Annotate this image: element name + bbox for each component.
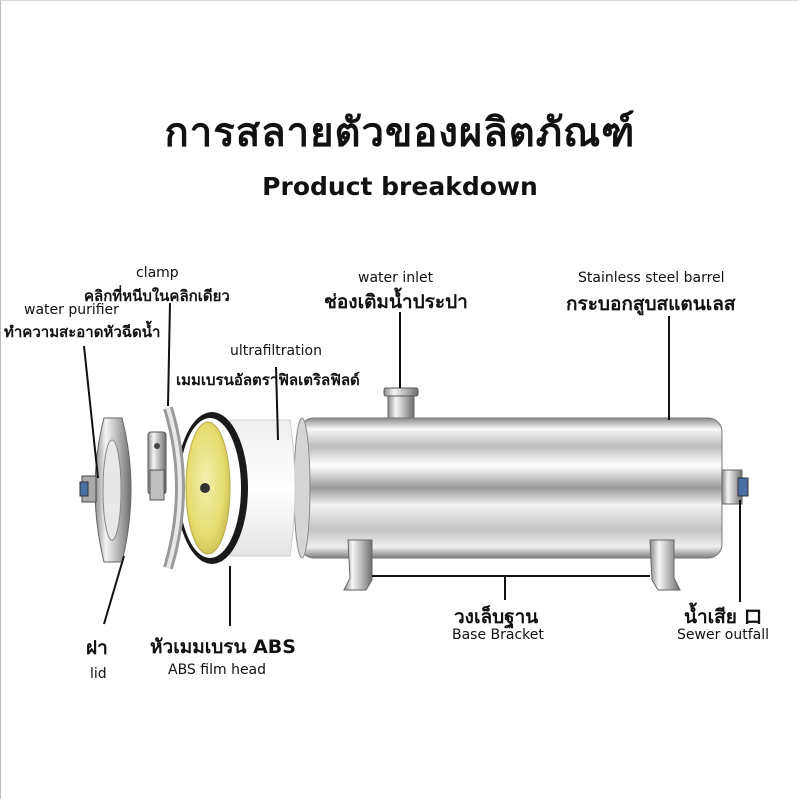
page-title-thai: การสลายตัวของผลิตภัณฑ์ xyxy=(164,110,636,156)
leader-lines xyxy=(83,302,741,626)
base-bracket-left xyxy=(343,539,373,591)
label-sewer-en: Sewer outfall xyxy=(677,627,769,643)
label-water-inlet-en: water inlet xyxy=(358,270,434,286)
page-title-english: Product breakdown xyxy=(262,172,538,201)
leader-lid xyxy=(103,555,125,625)
label-sewer-th: น้ำเสีย ロ xyxy=(684,606,763,628)
label-base-bracket-en: Base Bracket xyxy=(452,627,544,643)
label-ultrafiltration-th: เมมเบรนอัลตราฟิลเตริลฟิลด์ xyxy=(176,371,360,389)
leader-clamp xyxy=(167,302,171,407)
label-water-inlet-th: ช่องเติมน้ำประปา xyxy=(324,291,468,313)
label-clamp-en: clamp xyxy=(136,265,179,281)
clamp xyxy=(147,406,185,570)
base-bracket-right xyxy=(649,539,681,591)
label-barrel-th: กระบอกสูบสแตนเลส xyxy=(566,293,736,315)
abs-film-head xyxy=(176,412,248,564)
lid xyxy=(79,417,132,563)
label-film-head-th: หัวเมมเบรน ABS xyxy=(150,636,296,658)
label-barrel-en: Stainless steel barrel xyxy=(578,270,725,286)
label-clamp-th: คลิกที่หนีบในคลิกเดียว xyxy=(84,287,230,305)
label-lid-th: ฝา xyxy=(86,637,108,659)
leader-water-purifier xyxy=(83,345,99,479)
label-water-purifier-th: ทำความสะอาดหัวฉีดน้ำ xyxy=(4,323,161,341)
label-water-purifier-en: water purifier xyxy=(24,302,119,318)
label-ultrafiltration-en: ultrafiltration xyxy=(230,343,322,359)
label-film-head-en: ABS film head xyxy=(168,662,267,678)
leader-ultrafiltration xyxy=(275,366,279,441)
ultrafiltration-membrane xyxy=(229,419,296,557)
stainless-steel-barrel xyxy=(293,417,723,559)
label-base-bracket-th: วงเล็บฐาน xyxy=(454,606,539,628)
sewer-outfall-fitting xyxy=(721,469,749,505)
label-lid-en: lid xyxy=(90,666,107,682)
